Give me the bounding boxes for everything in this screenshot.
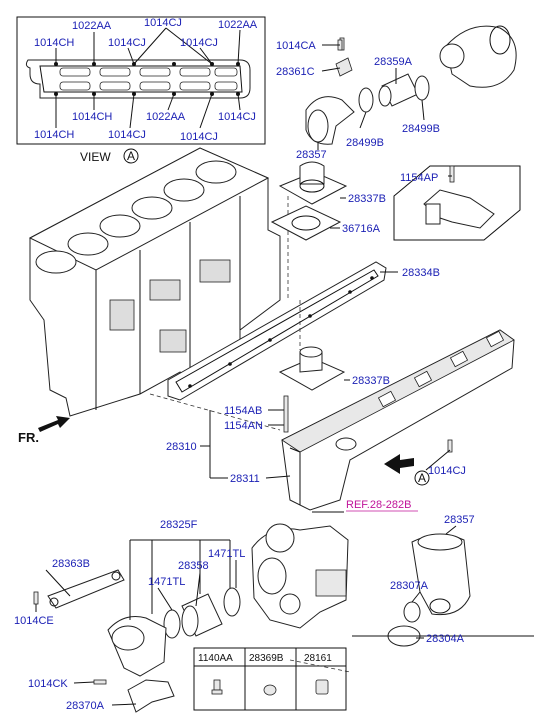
label-1014ch-bottom: 1014CH [34,129,74,141]
label-28337b-mid: 28337B [352,375,390,387]
label-28499b-right: 28499B [402,123,440,135]
label-1014cj-row-a: 1014CJ [108,37,146,49]
label-1014cj-mid: 1014CJ [218,111,256,123]
main-leader-lines [35,44,457,706]
label-28304a: 28304A [426,633,465,645]
pipe-28358 [181,593,223,637]
label-1014cj-top-mid: 1014CJ [144,17,182,29]
label-1471tl-left: 1471TL [148,576,185,588]
view-a-letter: A [127,149,135,163]
cylinder-bores [35,160,237,274]
label-1022aa-top-right: 1022AA [218,19,258,31]
clamp-28499b-right [414,75,430,101]
label-28337b-top: 28337B [348,193,386,205]
engine-block [28,147,281,417]
view-a-inset: 1022AA 1014CJ 1022AA 1014CH 1014CJ 1014C… [16,16,266,145]
gasket-port-holes [59,67,238,91]
table-header-28161: 28161 [304,653,332,664]
label-1014ck: 1014CK [28,678,68,690]
label-28325f: 28325F [160,519,198,531]
label-1022aa-mid: 1022AA [146,111,186,123]
hose-28359a [378,73,419,107]
view-a-leaders [55,27,241,129]
label-1014cj-bottom-a: 1014CJ [108,129,146,141]
label-1022aa-top-left: 1022AA [72,20,112,32]
label-28370a: 28370A [66,700,105,712]
label-28363b: 28363B [52,558,90,570]
table-header-1140aa: 1140AA [198,653,233,664]
label-1154an: 1154AN [224,420,263,432]
label-1014ca: 1014CA [276,40,316,52]
exhaust-manifold-28311 [281,329,515,511]
label-28359a: 28359A [374,56,413,68]
label-1154ab: 1154AB [224,405,262,417]
elbow-28325f [107,616,167,677]
view-a-arrow-letter: A [418,471,426,485]
nut-28369b-icon [263,684,277,696]
manifold-gasket-28334b [167,261,387,401]
gasket-1471tl-right [223,587,241,617]
parts-table: 1140AA 28369B 28161 [193,647,347,711]
turbo-housing-top [439,25,517,88]
label-1014ce: 1014CE [14,615,54,627]
label-1014ch-mid: 1014CH [72,111,112,123]
gasket-inner-outline [39,65,243,93]
flange-28337b-top [278,161,348,205]
label-1154ap: 1154AP [400,172,438,184]
elbow-28357-top [305,96,355,145]
view-a-arrow: A [384,454,430,486]
label-ref-28-282b: REF.28-282B [346,499,411,511]
label-1014cj-row-b: 1014CJ [180,37,218,49]
label-1471tl-right: 1471TL [208,548,245,560]
label-28307a: 28307A [390,580,429,592]
label-36716a: 36716A [342,223,381,235]
label-28310: 28310 [166,441,197,453]
label-28358: 28358 [178,560,209,572]
elbow-28357-bottom [411,533,471,616]
bolt-1014cj [447,439,453,453]
gasket-1471tl-left [163,609,181,639]
table-header-28369b: 28369B [249,653,284,664]
bolt-1140aa-icon [211,679,223,695]
bracket-28363b [47,569,125,609]
gasket-28307a [403,601,421,623]
flange-28337b-mid [278,346,346,391]
label-28499b-left: 28499B [346,137,384,149]
label-28357-top: 28357 [296,149,327,161]
label-28361c: 28361C [276,66,315,78]
label-1014cj-bottom-b: 1014CJ [180,131,218,143]
bolt-1014ce [33,591,39,605]
stud-1154ab [283,395,289,433]
label-28357-bottom: 28357 [444,514,475,526]
gasket-36716a [270,205,342,241]
view-a-frame [16,16,266,145]
label-28334b: 28334B [402,267,440,279]
bolt-1014ck [93,679,107,685]
label-1014ch-row: 1014CH [34,37,74,49]
label-1014cj: 1014CJ [428,465,466,477]
clamp-28499b-left [358,87,374,113]
view-a-caption: VIEW [80,150,111,164]
bracket-28370a [127,679,175,713]
label-28311: 28311 [230,473,260,485]
inset-1154ap [393,165,521,241]
turbocharger-assembly [251,523,349,629]
sleeve-28161-icon [315,679,329,695]
view-a-circle-icon [123,148,139,164]
front-label: FR. [18,430,39,445]
front-direction-arrow: FR. [18,416,70,445]
